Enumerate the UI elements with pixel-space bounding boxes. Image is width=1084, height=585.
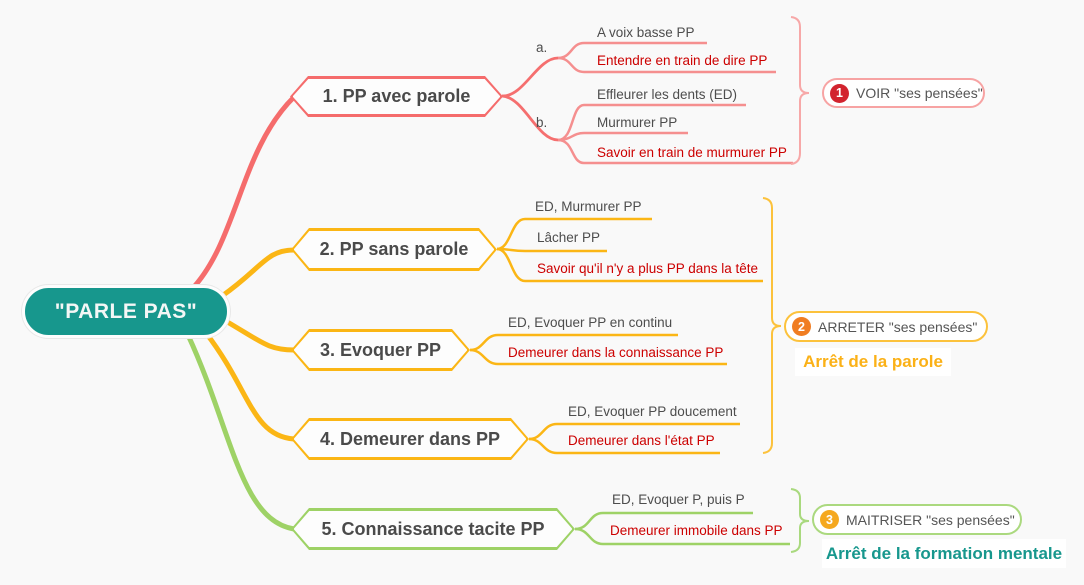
branch-node-3-fill (294, 332, 468, 369)
caption-arret-formation-mentale[interactable]: Arrêt de la formation mentale (822, 539, 1066, 568)
leaf-3-2[interactable]: Demeurer dans la connaissance PP (508, 345, 724, 360)
summary-voir-label: VOIR "ses pensées" (856, 85, 983, 101)
branch-node-5[interactable]: 5. Connaissance tacite PP (291, 508, 575, 550)
branch-node-4-label: 4. Demeurer dans PP (319, 428, 501, 449)
summary-maitriser-label: MAITRISER "ses pensées" (846, 511, 1015, 528)
leaf-4-2[interactable]: Demeurer dans l'état PP (568, 433, 715, 448)
branch-node-2[interactable]: 2. PP sans parole (291, 228, 497, 271)
wire-leaf-a2 (557, 56, 776, 74)
trunk-branch3 (221, 317, 297, 353)
summary-voir[interactable]: 1 VOIR "ses pensées" (822, 78, 985, 108)
leaf-b2[interactable]: Murmurer PP (597, 115, 678, 130)
leaf-a2[interactable]: Entendre en train de dire PP (597, 53, 768, 68)
leaf-2-3[interactable]: Savoir qu'il n'y a plus PP dans la tête (537, 261, 759, 276)
fork-branch1-b (501, 94, 559, 142)
wire-leaf-b3 (557, 138, 793, 165)
leaf-3-1[interactable]: ED, Evoquer PP en continu (508, 315, 673, 330)
leaf-b3[interactable]: Savoir en train de murmurer PP (597, 145, 787, 160)
trunk-branch4 (203, 330, 297, 442)
branch-node-2-label: 2. PP sans parole (319, 239, 469, 259)
caption-arret-parole[interactable]: Arrêt de la parole (795, 348, 951, 376)
fork-branch1-a (501, 56, 559, 98)
subgroup-b-label[interactable]: b. (536, 115, 548, 130)
branch-node-2-fill (294, 231, 495, 269)
branch-node-5-fill (294, 511, 573, 548)
wire-leaf-4-2 (528, 437, 720, 455)
branch-node-4[interactable]: 4. Demeurer dans PP (291, 418, 529, 460)
summary-arreter-label: ARRETER "ses pensées" (818, 318, 978, 335)
badge-3-icon: 3 (820, 510, 839, 529)
brace-group1 (790, 16, 810, 165)
branch-node-3[interactable]: 3. Evoquer PP (291, 329, 470, 371)
leaf-2-1[interactable]: ED, Murmurer PP (535, 199, 642, 214)
branch-node-3-label: 3. Evoquer PP (319, 339, 442, 360)
summary-maitriser[interactable]: 3 MAITRISER "ses pensées" (812, 504, 1022, 535)
leaf-2-2[interactable]: Lâcher PP (537, 230, 601, 245)
branch-node-1-label: 1. PP avec parole (322, 86, 471, 106)
trunk-branch1 (189, 94, 297, 292)
brace-group2 (762, 197, 782, 454)
branch-node-1[interactable]: 1. PP avec parole (290, 76, 503, 117)
leaf-5-2[interactable]: Demeurer immobile dans PP (610, 523, 783, 538)
leaf-4-1[interactable]: ED, Evoquer PP doucement (568, 404, 737, 419)
brace-group3 (790, 488, 810, 553)
trunk-branch5 (185, 332, 297, 532)
leaf-5-1[interactable]: ED, Evoquer P, puis P (612, 492, 745, 507)
wire-leaf-2-2 (496, 247, 607, 253)
leaf-b1[interactable]: Effleurer les dents (ED) (597, 87, 738, 102)
branch-node-4-fill (294, 421, 527, 458)
badge-1-icon: 1 (830, 83, 849, 103)
leaf-a1[interactable]: A voix basse PP (597, 25, 695, 40)
badge-2-icon: 2 (792, 317, 811, 336)
wire-leaf-3-2 (469, 348, 727, 366)
root-label: "PARLE PAS" (54, 299, 198, 323)
wire-leaf-b2 (557, 131, 688, 142)
branch-node-5-label: 5. Connaissance tacite PP (321, 518, 545, 539)
wire-leaf-5-2 (574, 527, 790, 546)
summary-arreter[interactable]: 2 ARRETER "ses pensées" (784, 311, 988, 342)
subgroup-a-label[interactable]: a. (536, 40, 548, 55)
trunk-branch2 (219, 247, 297, 299)
branch-node-1-fill (293, 79, 501, 115)
wire-leaf-2-3 (496, 247, 763, 283)
root-node[interactable]: "PARLE PAS" (22, 285, 230, 338)
